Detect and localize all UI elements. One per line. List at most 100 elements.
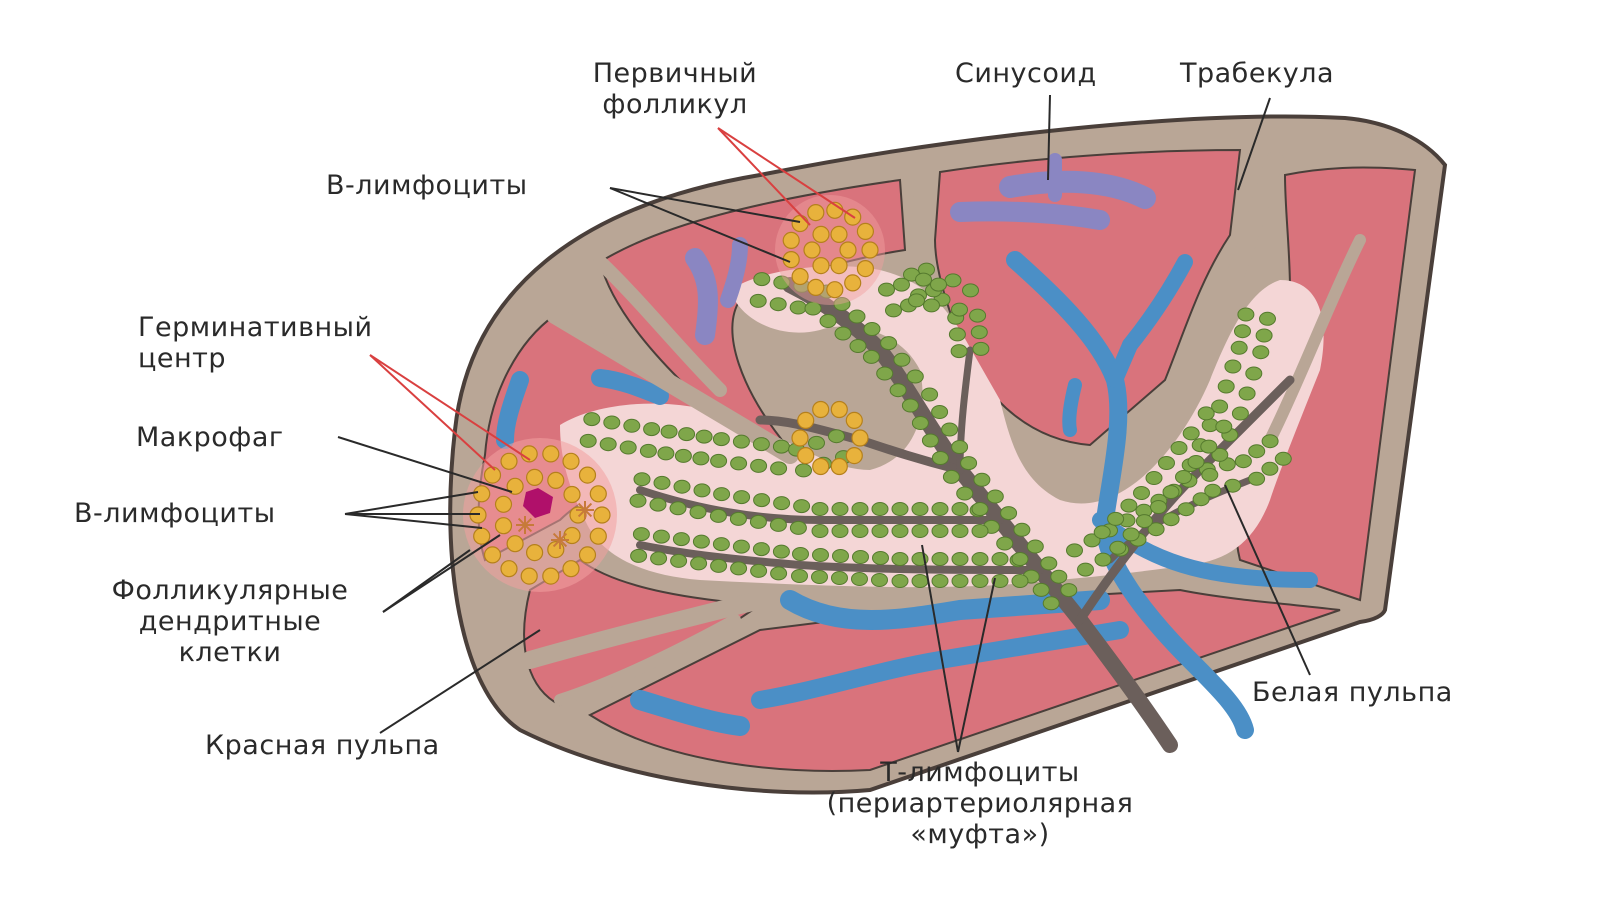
t-lymphocyte — [1162, 512, 1180, 527]
t-lymphocyte — [1158, 456, 1175, 470]
t-lymphocyte — [1248, 444, 1266, 459]
b-lymphocyte — [494, 517, 513, 535]
t-lymphocyte — [1200, 439, 1218, 454]
t-lymphocyte — [832, 549, 849, 563]
t-lymphocyte — [1201, 467, 1219, 482]
t-lymphocyte — [772, 439, 790, 454]
b-lymphocyte — [791, 267, 809, 286]
t-lymphocyte — [1261, 461, 1279, 476]
t-lymphocyte — [951, 502, 969, 516]
b-lymphocyte — [578, 466, 597, 484]
t-lymphocyte — [941, 422, 959, 437]
t-lymphocyte — [1224, 359, 1242, 374]
t-lymphocyte — [773, 275, 791, 290]
t-lymphocyte — [944, 273, 962, 288]
b-lymphocyte — [563, 485, 581, 504]
t-lymphocyte — [831, 571, 848, 585]
b-lymphocyte — [473, 485, 491, 503]
t-lymphocyte — [851, 502, 869, 516]
t-lymphocyte — [672, 532, 690, 547]
t-lymphocyte — [951, 302, 968, 317]
b-lymphocyte — [782, 231, 800, 249]
t-lymphocyte — [583, 412, 601, 427]
t-lymphocytes-cluster — [579, 262, 1292, 611]
t-lymphocyte — [1135, 514, 1153, 529]
t-lymphocyte — [931, 502, 949, 516]
pointer-line — [1224, 484, 1311, 676]
t-lymphocyte — [1192, 492, 1210, 507]
t-lymphocyte — [692, 451, 710, 466]
t-lymphocyte — [1032, 582, 1050, 597]
t-lymphocyte — [1230, 340, 1248, 355]
t-lymphocyte — [650, 551, 668, 566]
b-lymphocyte — [506, 477, 524, 495]
t-lymphocyte — [1255, 328, 1273, 343]
t-lymphocyte — [689, 505, 707, 520]
t-lymphocyte — [812, 548, 829, 562]
t-lymphocyte — [971, 574, 989, 588]
t-lymphocyte — [692, 534, 710, 549]
b-lymphocyte — [826, 281, 844, 299]
dendritic-cell-mark — [552, 532, 568, 548]
label-sinusoid: Синусоид — [955, 58, 1097, 89]
b-lymphocyte — [593, 506, 611, 524]
b-lymphocyte — [844, 274, 862, 292]
t-lymphocyte — [889, 383, 907, 398]
t-lymphocyte — [921, 387, 939, 402]
sinusoids — [685, 153, 1156, 345]
t-lymphocyte — [730, 561, 748, 576]
t-lymphocyte — [1175, 470, 1192, 484]
t-lymphocyte — [629, 493, 647, 508]
t-lymphocyte — [871, 524, 889, 538]
t-lymphocyte — [1182, 426, 1200, 441]
t-lymphocyte — [991, 552, 1009, 566]
b-lymphocyte — [525, 468, 544, 486]
t-lymphocyte — [880, 336, 898, 351]
t-lymphocyte — [970, 325, 988, 340]
pointer-line — [921, 544, 959, 753]
b-lymphocyte — [812, 457, 830, 476]
b-lymphocyte — [542, 445, 560, 463]
b-lymphocyte — [483, 546, 502, 564]
t-lymphocyte — [657, 446, 675, 461]
t-lymphocyte — [1259, 311, 1276, 326]
b-lymphocyte — [483, 466, 502, 484]
b-lymphocyte — [851, 429, 869, 447]
t-lymphocyte — [951, 524, 969, 538]
t-lymphocyte — [893, 352, 911, 367]
b-lymphocyte — [797, 411, 815, 429]
t-lymphocyte — [792, 547, 809, 561]
b-lymphocyte — [856, 222, 875, 240]
t-lymphocyte — [750, 458, 768, 473]
t-lymphocyte — [885, 303, 902, 318]
label-red-pulp: Красная пульпа — [205, 730, 440, 761]
t-lymphocyte — [1238, 386, 1256, 401]
t-lymphocyte — [579, 433, 597, 448]
t-lymphocyte — [834, 326, 852, 341]
t-lymphocyte — [1040, 556, 1058, 571]
t-lymphocyte — [871, 502, 889, 516]
b-lymphocyte — [542, 567, 560, 585]
label-b-lymphocytes-left: В-лимфоциты — [74, 498, 276, 529]
t-lymphocyte — [804, 301, 822, 316]
t-lymphocyte — [795, 463, 812, 478]
t-lymphocyte — [1107, 511, 1125, 526]
t-lymphocyte — [1177, 502, 1195, 517]
b-lymphocyte — [562, 560, 580, 578]
b-lymphocyte — [589, 485, 607, 503]
t-lymphocyte — [833, 297, 851, 311]
b-lymphocyte — [525, 543, 544, 562]
label-b-lymphocytes-top: В-лимфоциты — [326, 170, 528, 201]
t-lymphocyte — [971, 524, 989, 538]
t-lymphocyte — [811, 524, 829, 538]
t-lymphocyte — [749, 293, 767, 308]
t-lymphocyte — [652, 529, 670, 544]
t-lymphocyte — [848, 309, 866, 324]
t-lymphocyte — [750, 563, 768, 578]
t-lymphocyte — [1011, 574, 1029, 588]
t-lymphocyte — [931, 451, 949, 465]
t-lymphocyte — [770, 566, 788, 581]
t-lymphocyte — [1122, 527, 1140, 542]
